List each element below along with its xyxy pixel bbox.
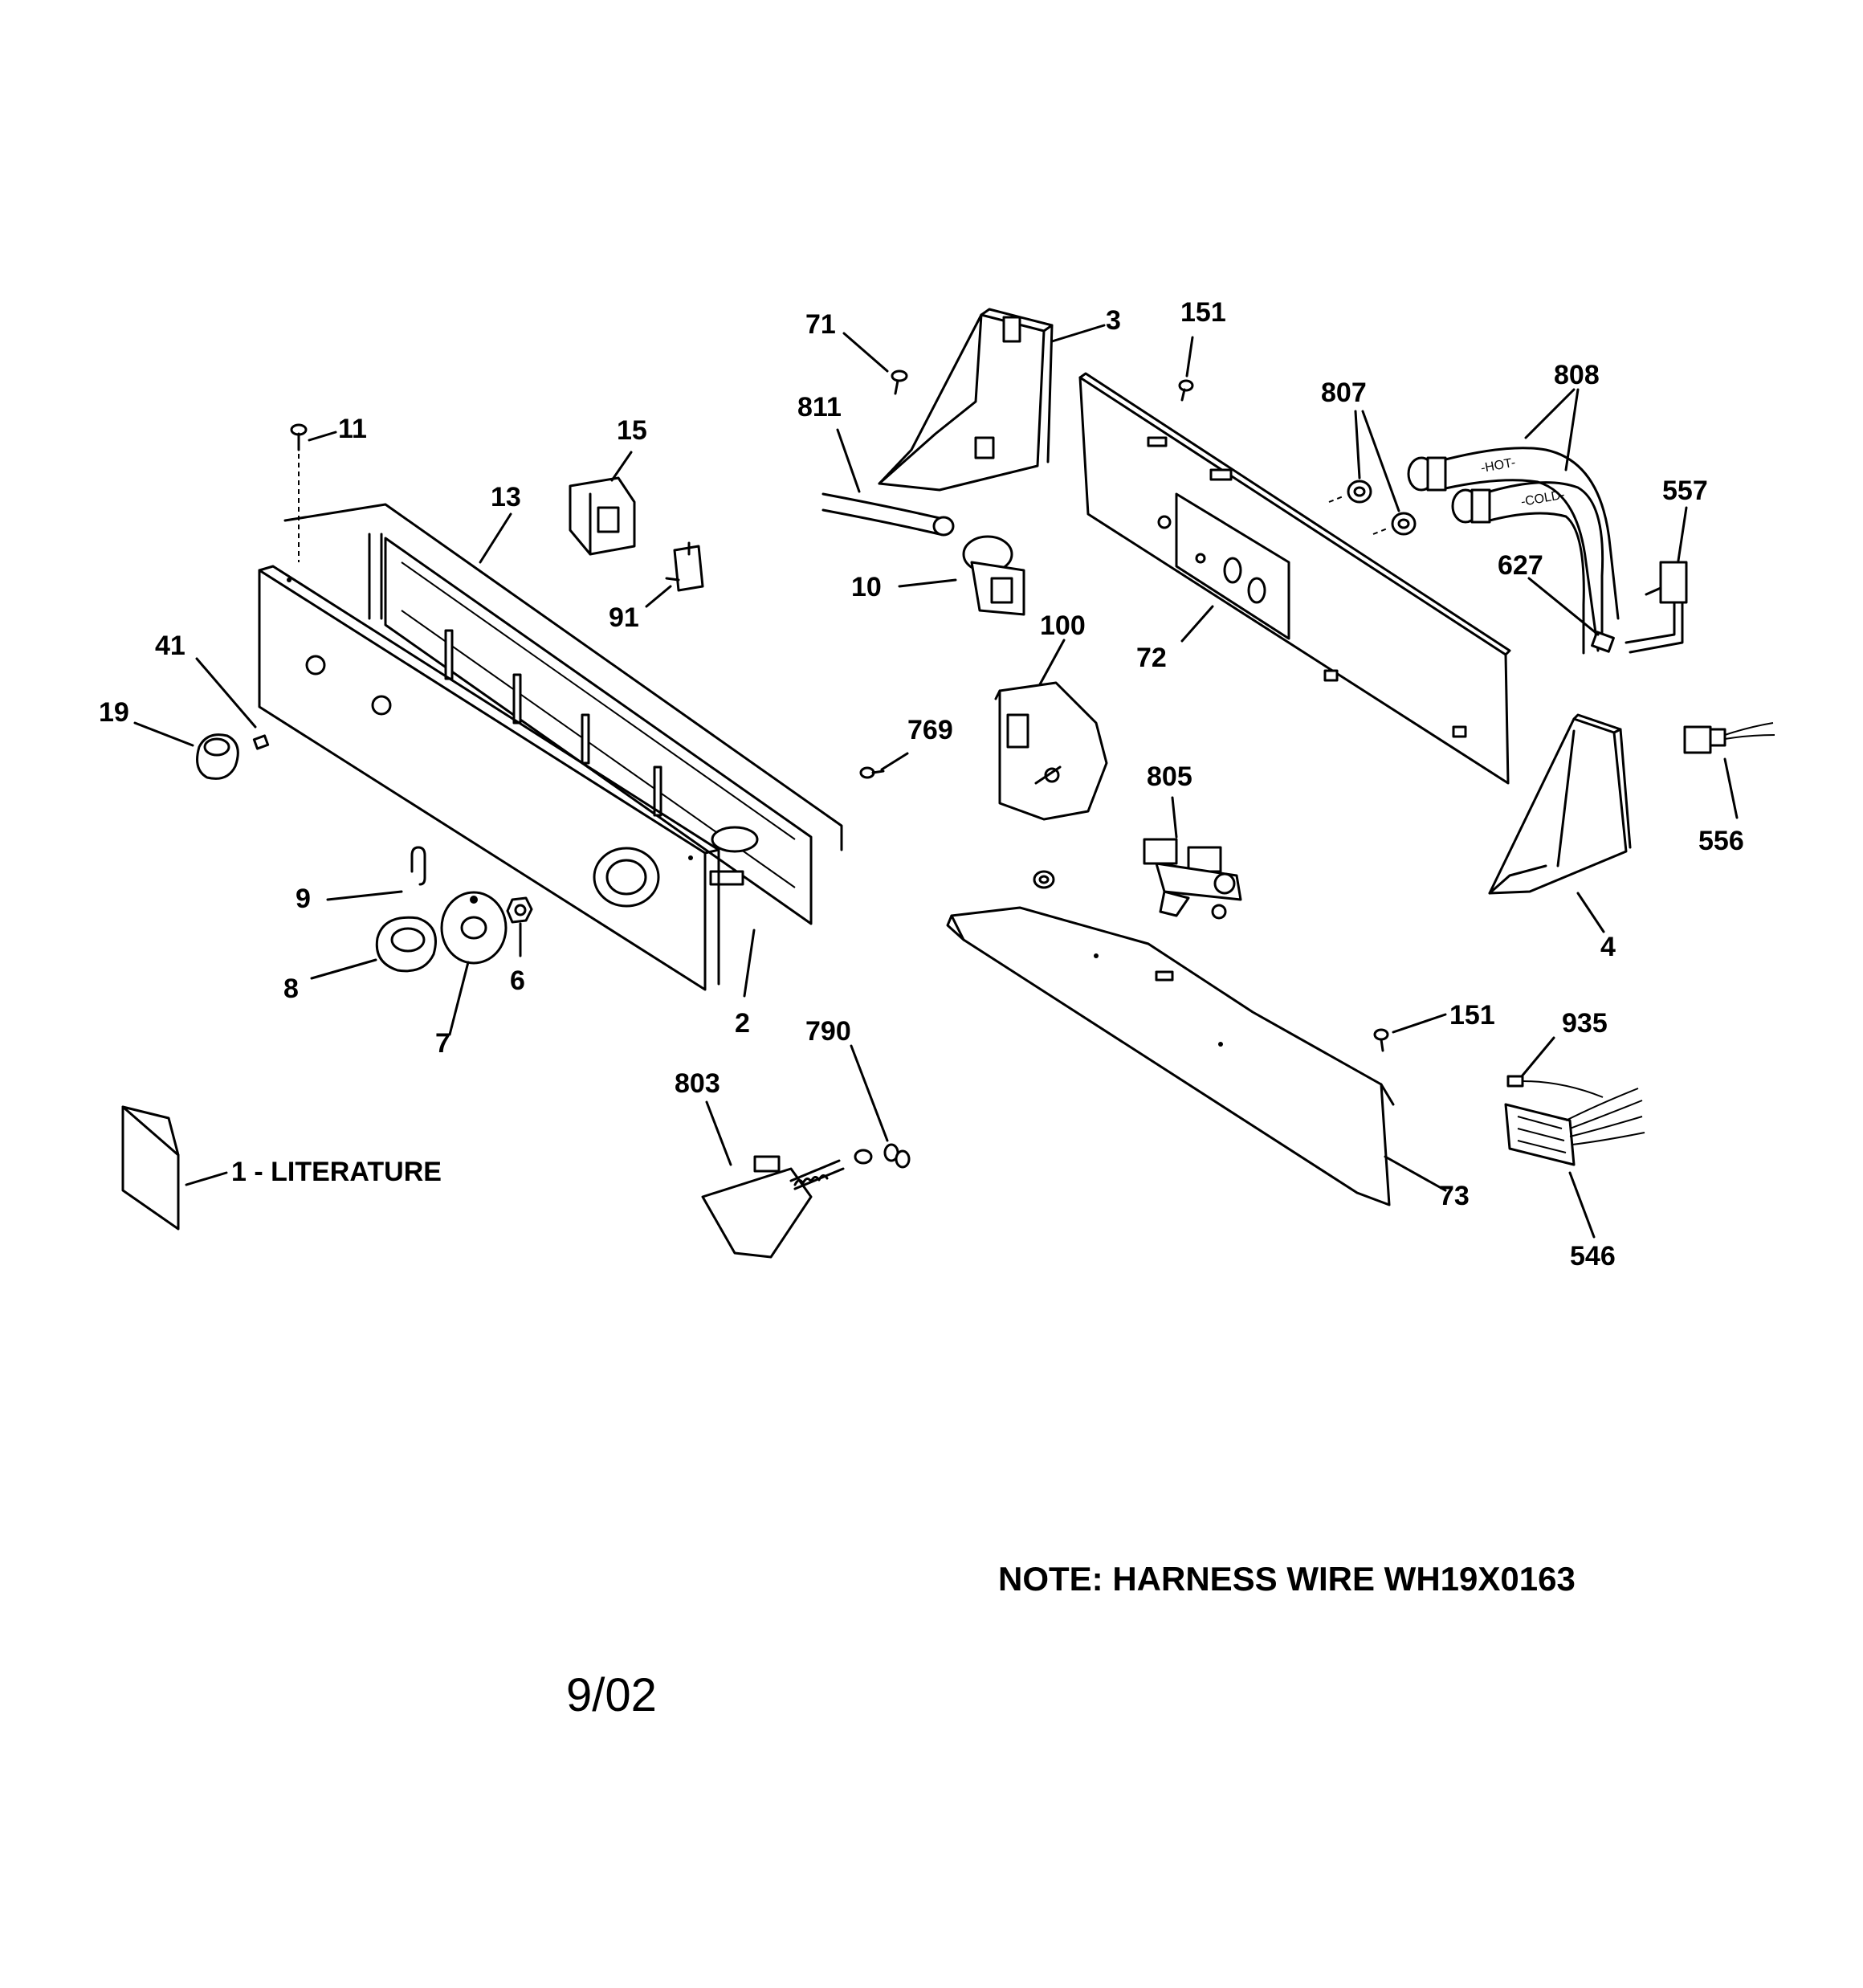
part-screw-11 xyxy=(290,423,308,562)
part-screw-151-top xyxy=(1178,379,1194,402)
part-wire-935 xyxy=(1506,1075,1604,1098)
part-valve-805 xyxy=(1143,838,1242,920)
part-literature-envelope xyxy=(121,1105,180,1231)
callout-9: 9 xyxy=(296,884,311,914)
callout-2: 2 xyxy=(735,1008,750,1039)
part-tube-811 xyxy=(821,492,955,537)
callout-805: 805 xyxy=(1147,761,1192,792)
callout-4: 4 xyxy=(1600,932,1616,962)
callout-803: 803 xyxy=(675,1068,720,1099)
part-556 xyxy=(1683,722,1775,754)
callout-71: 71 xyxy=(805,309,836,340)
part-timer-100 xyxy=(994,681,1108,821)
part-nut-6 xyxy=(506,896,533,924)
part-627 xyxy=(1591,631,1615,653)
part-control-panel-front xyxy=(258,565,720,991)
part-endcap-bracket-3 xyxy=(878,308,1054,492)
callout-10: 10 xyxy=(851,572,882,602)
part-rear-panel-72 xyxy=(1078,372,1511,785)
callout-8: 8 xyxy=(283,974,299,1004)
callout-151-bottom: 151 xyxy=(1449,1000,1495,1031)
part-clamp-790 xyxy=(883,1143,911,1169)
callout-19: 19 xyxy=(99,697,129,728)
part-screw-71 xyxy=(891,369,908,395)
part-harness-546 xyxy=(1504,1088,1645,1166)
hose-label-cold: -COLD- xyxy=(1520,488,1566,509)
callout-72: 72 xyxy=(1136,643,1167,673)
part-557 xyxy=(1625,561,1688,654)
callout-3: 3 xyxy=(1106,305,1121,336)
part-spring-41 xyxy=(252,734,270,750)
callout-557: 557 xyxy=(1662,476,1708,506)
part-803 xyxy=(701,1149,873,1259)
part-knob-8 xyxy=(375,916,437,973)
callout-811: 811 xyxy=(797,392,842,423)
callout-546: 546 xyxy=(1570,1241,1616,1272)
callout-13: 13 xyxy=(491,482,521,512)
callout-807: 807 xyxy=(1321,378,1367,408)
part-washer-807 xyxy=(1328,480,1417,536)
part-pressure-switch-10 xyxy=(962,535,1025,616)
callout-7: 7 xyxy=(435,1028,450,1059)
part-switch-91 xyxy=(665,541,704,592)
callout-790: 790 xyxy=(805,1016,851,1047)
part-switch-15 xyxy=(569,476,636,556)
part-screw-769 xyxy=(859,766,885,779)
part-lower-rail-73 xyxy=(946,906,1395,1206)
leader-lines xyxy=(133,324,1739,1239)
part-endcap-bracket-4 xyxy=(1488,713,1632,895)
callout-41: 41 xyxy=(155,631,185,661)
callout-151-top: 151 xyxy=(1180,297,1226,328)
callout-73: 73 xyxy=(1439,1181,1470,1211)
part-dial-7 xyxy=(440,891,508,965)
callout-91: 91 xyxy=(609,602,639,633)
callout-769: 769 xyxy=(907,715,953,745)
callout-100: 100 xyxy=(1040,610,1086,641)
part-clip-9 xyxy=(410,846,426,886)
callout-6: 6 xyxy=(510,965,525,996)
revision-date: 9/02 xyxy=(566,1669,657,1721)
callout-627: 627 xyxy=(1498,550,1543,581)
callout-15: 15 xyxy=(617,415,647,446)
callout-935: 935 xyxy=(1562,1008,1608,1039)
part-grommet xyxy=(1033,870,1055,889)
callout-11: 11 xyxy=(338,414,367,444)
callout-808: 808 xyxy=(1554,360,1600,390)
callout-1-literature: 1 - LITERATURE xyxy=(231,1157,442,1187)
part-knob-19 xyxy=(196,733,239,780)
callout-556: 556 xyxy=(1698,826,1744,856)
hose-label-hot: -HOT- xyxy=(1480,456,1517,476)
part-screw-151-bottom xyxy=(1373,1028,1389,1052)
harness-note: NOTE: HARNESS WIRE WH19X0163 xyxy=(998,1560,1576,1598)
